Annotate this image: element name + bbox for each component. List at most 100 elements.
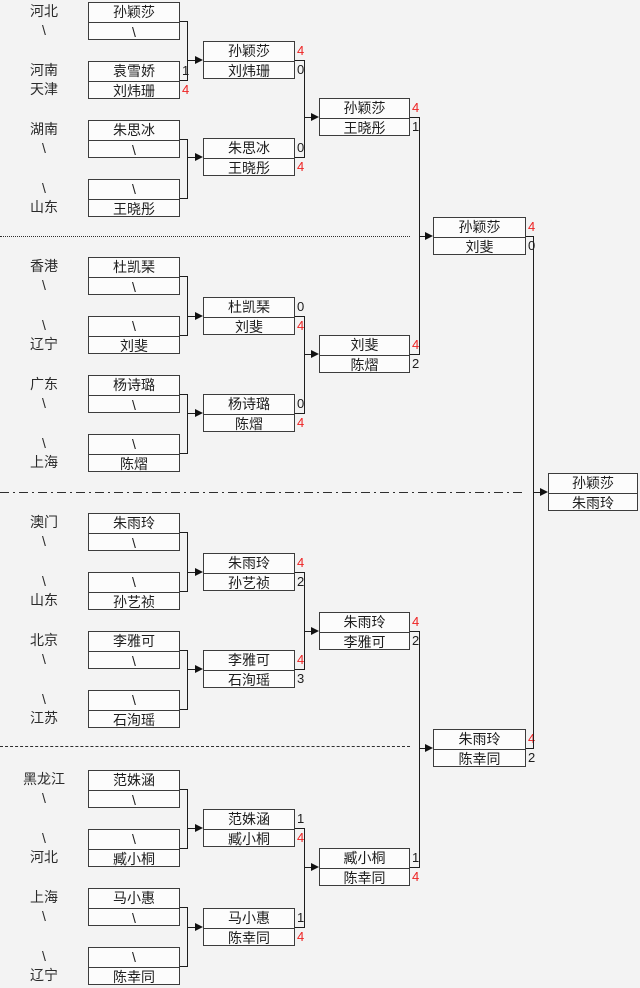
- match-box-round1-1: 孙颖莎\: [88, 2, 180, 40]
- player-name-cell: 杜凯琹: [228, 299, 270, 315]
- player-name-cell: \: [132, 692, 136, 708]
- connector-line: [526, 748, 533, 749]
- connector-line: [295, 316, 304, 317]
- region-bye-label: \: [42, 317, 46, 333]
- region-label: 澳门: [30, 514, 58, 530]
- player-name-cell: 王晓彤: [320, 118, 409, 137]
- player-name-cell: \: [89, 651, 179, 670]
- connector-line: [187, 907, 188, 967]
- match-box-round2-2: 朱思冰王晓彤: [203, 138, 295, 176]
- score-label: 4: [528, 219, 536, 234]
- score-label: 4: [528, 731, 536, 746]
- region-bye-label: \: [42, 22, 46, 38]
- arrowhead-icon: [425, 744, 433, 752]
- score-label: 2: [412, 356, 420, 371]
- connector-line: [187, 157, 195, 158]
- arrowhead-icon: [425, 232, 433, 240]
- score-label: 1: [297, 910, 305, 925]
- match-box-round1-6: \刘斐: [88, 316, 180, 354]
- connector-line: [304, 867, 311, 868]
- score-label: 4: [297, 555, 305, 570]
- arrowhead-icon: [195, 312, 203, 320]
- player-name-cell: 孙颖莎: [572, 475, 614, 491]
- player-name-cell: 臧小桐: [89, 849, 179, 868]
- region-label: 湖南: [30, 121, 58, 137]
- player-name-cell: \: [132, 181, 136, 197]
- connector-line: [187, 21, 188, 81]
- score-label: 4: [297, 415, 305, 430]
- connector-line: [187, 60, 195, 61]
- match-box-round2-3: 杜凯琹刘斐: [203, 297, 295, 335]
- region-bye-label: \: [42, 180, 46, 196]
- region-label: 河北: [30, 849, 58, 865]
- match-box-round1-14: \臧小桐: [88, 829, 180, 867]
- match-box-round2-4: 杨诗璐陈熠: [203, 394, 295, 432]
- score-label: 4: [297, 43, 305, 58]
- score-label: 4: [297, 830, 305, 845]
- match-box-round1-4: \王晓彤: [88, 179, 180, 217]
- match-box-round1-10: \孙艺祯: [88, 572, 180, 610]
- player-name-cell: 臧小桐: [204, 829, 294, 848]
- score-label: 0: [528, 238, 536, 253]
- match-box-round3-3: 朱雨玲李雅可: [319, 612, 410, 650]
- score-label: 2: [528, 750, 536, 765]
- connector-line: [187, 394, 188, 454]
- connector-line: [180, 453, 187, 454]
- connector-line: [295, 572, 304, 573]
- connector-line: [295, 60, 304, 61]
- region-bye-label: \: [42, 533, 46, 549]
- match-box-round3-1: 孙颖莎王晓彤: [319, 98, 410, 136]
- player-name-cell: 范姝涵: [228, 811, 270, 827]
- connector-line: [304, 316, 305, 414]
- connector-line: [419, 631, 420, 868]
- region-label: 上海: [30, 889, 58, 905]
- region-bye-label: \: [42, 908, 46, 924]
- connector-line: [180, 139, 187, 140]
- match-box-round1-9: 朱雨玲 \: [88, 513, 180, 551]
- player-name-cell: 陈熠: [89, 454, 179, 473]
- player-name-cell: 马小惠: [113, 890, 155, 906]
- player-name-cell: 石洵瑶: [89, 710, 179, 729]
- match-box-final-1: 孙颖莎朱雨玲: [548, 473, 638, 511]
- connector-line: [410, 117, 419, 118]
- player-name-cell: 刘斐: [204, 317, 294, 336]
- arrowhead-icon: [195, 153, 203, 161]
- region-bye-label: \: [42, 691, 46, 707]
- player-name-cell: 陈熠: [320, 355, 409, 374]
- connector-line: [180, 335, 187, 336]
- connector-line: [410, 867, 419, 868]
- connector-line: [410, 354, 419, 355]
- player-name-cell: 孙艺祯: [89, 592, 179, 611]
- connector-line: [180, 276, 187, 277]
- player-name-cell: 孙颖莎: [458, 219, 501, 235]
- connector-line: [304, 828, 305, 928]
- player-name-cell: 李雅可: [228, 652, 270, 668]
- match-box-round1-11: 李雅可\: [88, 631, 180, 669]
- connector-line: [304, 60, 305, 158]
- region-bye-label: \: [42, 948, 46, 964]
- player-name-cell: \: [132, 436, 136, 452]
- arrowhead-icon: [195, 923, 203, 931]
- player-name-cell: 孙颖莎: [228, 43, 270, 59]
- player-name-cell: 刘炜珊: [89, 81, 179, 100]
- region-bye-label: \: [42, 830, 46, 846]
- match-box-round1-12: \ 石洵瑶: [88, 690, 180, 728]
- arrowhead-icon: [311, 350, 319, 358]
- region-bye-label: \: [42, 140, 46, 156]
- player-name-cell: \: [89, 140, 179, 159]
- region-bye-label: \: [42, 277, 46, 293]
- match-box-round1-7: 杨诗璐\: [88, 375, 180, 413]
- connector-line: [180, 709, 187, 710]
- match-box-round2-6: 李雅可石洵瑶: [203, 650, 295, 688]
- connector-line: [187, 789, 188, 849]
- region-label: 山东: [30, 199, 58, 215]
- score-label: 4: [297, 652, 305, 667]
- connector-line: [295, 828, 304, 829]
- connector-line: [304, 117, 311, 118]
- player-name-cell: \: [89, 533, 179, 552]
- player-name-cell: 刘斐: [350, 337, 379, 353]
- match-box-round1-3: 朱思冰\: [88, 120, 180, 158]
- player-name-cell: 朱雨玲: [113, 515, 155, 531]
- player-name-cell: 朱思冰: [228, 140, 270, 156]
- connector-line: [533, 492, 540, 493]
